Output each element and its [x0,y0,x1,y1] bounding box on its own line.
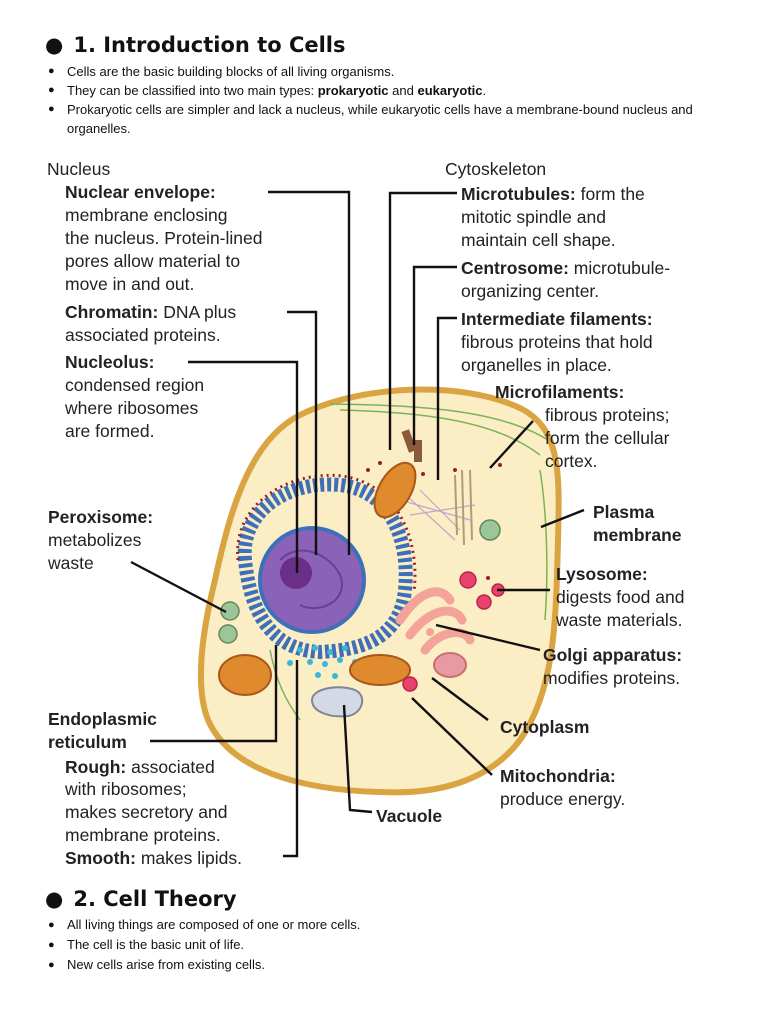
peroxisome-desc: waste [47,553,94,573]
section2-heading: ● 2. Cell Theory [45,887,237,911]
rough-er-desc: with ribosomes; [64,779,187,799]
rough-er-desc: makes secretory and [65,802,227,822]
er-title: Endoplasmic [48,709,157,729]
mitochondria-term: Mitochondria: [500,766,616,786]
period: . [482,83,487,98]
mitochondria-desc: produce energy. [500,789,625,809]
bullet-item: All living things are composed of one or… [48,915,728,935]
peroxisome-shape [220,601,240,621]
nuclear-envelope-term: Nuclear envelope: [65,182,216,202]
cytoskeleton-title: Cytoskeleton [445,159,546,179]
microtubules-desc: form the [576,184,645,204]
lysosome-term: Lysosome: [556,564,648,584]
nuclear-envelope-desc: pores allow material to [65,251,240,271]
section1-bullets: Cells are the basic building blocks of a… [48,62,738,138]
intermediate-filaments-term: Intermediate filaments: [461,309,653,329]
mitochondrion-shape [218,654,272,696]
bullet-item: New cells arise from existing cells. [48,955,728,975]
vacuole-shape [310,686,364,718]
mitochondrion-shape [349,654,411,686]
nuclear-envelope-desc: move in and out. [65,274,194,294]
lysosome-shape [459,571,477,589]
nuclear-envelope-desc: membrane enclosing [65,205,227,225]
golgi-term: Golgi apparatus: [543,645,682,665]
bullet-item: They can be classified into two main typ… [48,81,738,100]
microfilaments-desc: fibrous proteins; [545,405,670,425]
nucleolus-desc: where ribosomes [64,398,198,418]
term-prokaryotic: prokaryotic [317,83,389,98]
microfilaments-desc: cortex. [545,451,598,471]
nucleolus-term: Nucleolus: [65,352,154,372]
cytoplasm-label: Cytoplasm [500,717,589,737]
chromatin-term: Chromatin: [65,302,158,322]
cell-illustration [197,386,562,796]
rough-er-desc: membrane proteins. [65,825,221,845]
chromatin-label: Chromatin: DNA plus [65,302,236,322]
cell-diagram: Nucleus Nuclear envelope: membrane enclo… [47,159,684,868]
golgi-desc: modifies proteins. [543,668,680,688]
plasma-membrane-label: Plasma [593,502,655,522]
lysosome-desc: digests food and [556,587,684,607]
chromatin-desc-line2: associated proteins. [65,325,221,345]
section1-heading-text: 1. Introduction to Cells [73,33,346,57]
smooth-er-label: Smooth: makes lipids. [65,848,242,868]
rough-er-label: Rough: associated [65,757,215,777]
microtubules-label: Microtubules: form the [461,184,645,204]
microtubules-term: Microtubules: [461,184,576,204]
smooth-er-desc: makes lipids. [136,848,242,868]
nucleolus-desc: condensed region [65,375,204,395]
plasma-membrane-shape [197,386,562,796]
microfilaments-term: Microfilaments: [495,382,624,402]
peroxisome-desc: metabolizes [48,530,142,550]
bullet-dot: ● [45,887,64,911]
vacuole-label: Vacuole [376,806,442,826]
peroxisome-term: Peroxisome: [48,507,153,527]
section1-heading: ● 1. Introduction to Cells [45,33,346,57]
leader-lines [130,190,585,858]
lysosome-shape [476,594,492,610]
rough-er-desc: associated [126,757,215,777]
section2-bullets: All living things are composed of one or… [48,915,728,975]
centrosome-desc: microtubule- [569,258,670,278]
rough-er-term: Rough: [65,757,126,777]
peroxisome-shape [479,519,501,541]
bullet-dot: ● [45,33,64,57]
bullet-item: Prokaryotic cells are simpler and lack a… [48,100,738,138]
microtubules-desc: mitotic spindle and [461,207,606,227]
peroxisome-shape [218,624,238,644]
nuclear-envelope-desc: the nucleus. Protein-lined [65,228,262,248]
nucleolus-desc: are formed. [65,421,154,441]
conjunction: and [388,83,418,98]
lysosome-shape [402,676,418,692]
section2-heading-text: 2. Cell Theory [73,887,237,911]
smooth-er-term: Smooth: [65,848,136,868]
microfilaments-desc: form the cellular [545,428,670,448]
intermediate-filaments-desc: fibrous proteins that hold [461,332,653,352]
term-eukaryotic: eukaryotic [417,83,483,98]
chromatin-desc: DNA plus [158,302,236,322]
er-title: reticulum [48,732,127,752]
bullet-text: They can be classified into two main typ… [67,83,318,98]
intermediate-filaments-desc: organelles in place. [461,355,612,375]
mitochondrion-shape [373,461,417,519]
nucleus-title: Nucleus [47,159,110,179]
centrosome-desc: organizing center. [461,281,599,301]
bullet-item: Cells are the basic building blocks of a… [48,62,738,81]
centrosome-label: Centrosome: microtubule- [461,258,670,278]
microtubules-desc: maintain cell shape. [461,230,616,250]
plasma-membrane-label: membrane [593,525,682,545]
lysosome-desc: waste materials. [555,610,682,630]
bullet-item: The cell is the basic unit of life. [48,935,728,955]
centrosome-term: Centrosome: [461,258,569,278]
